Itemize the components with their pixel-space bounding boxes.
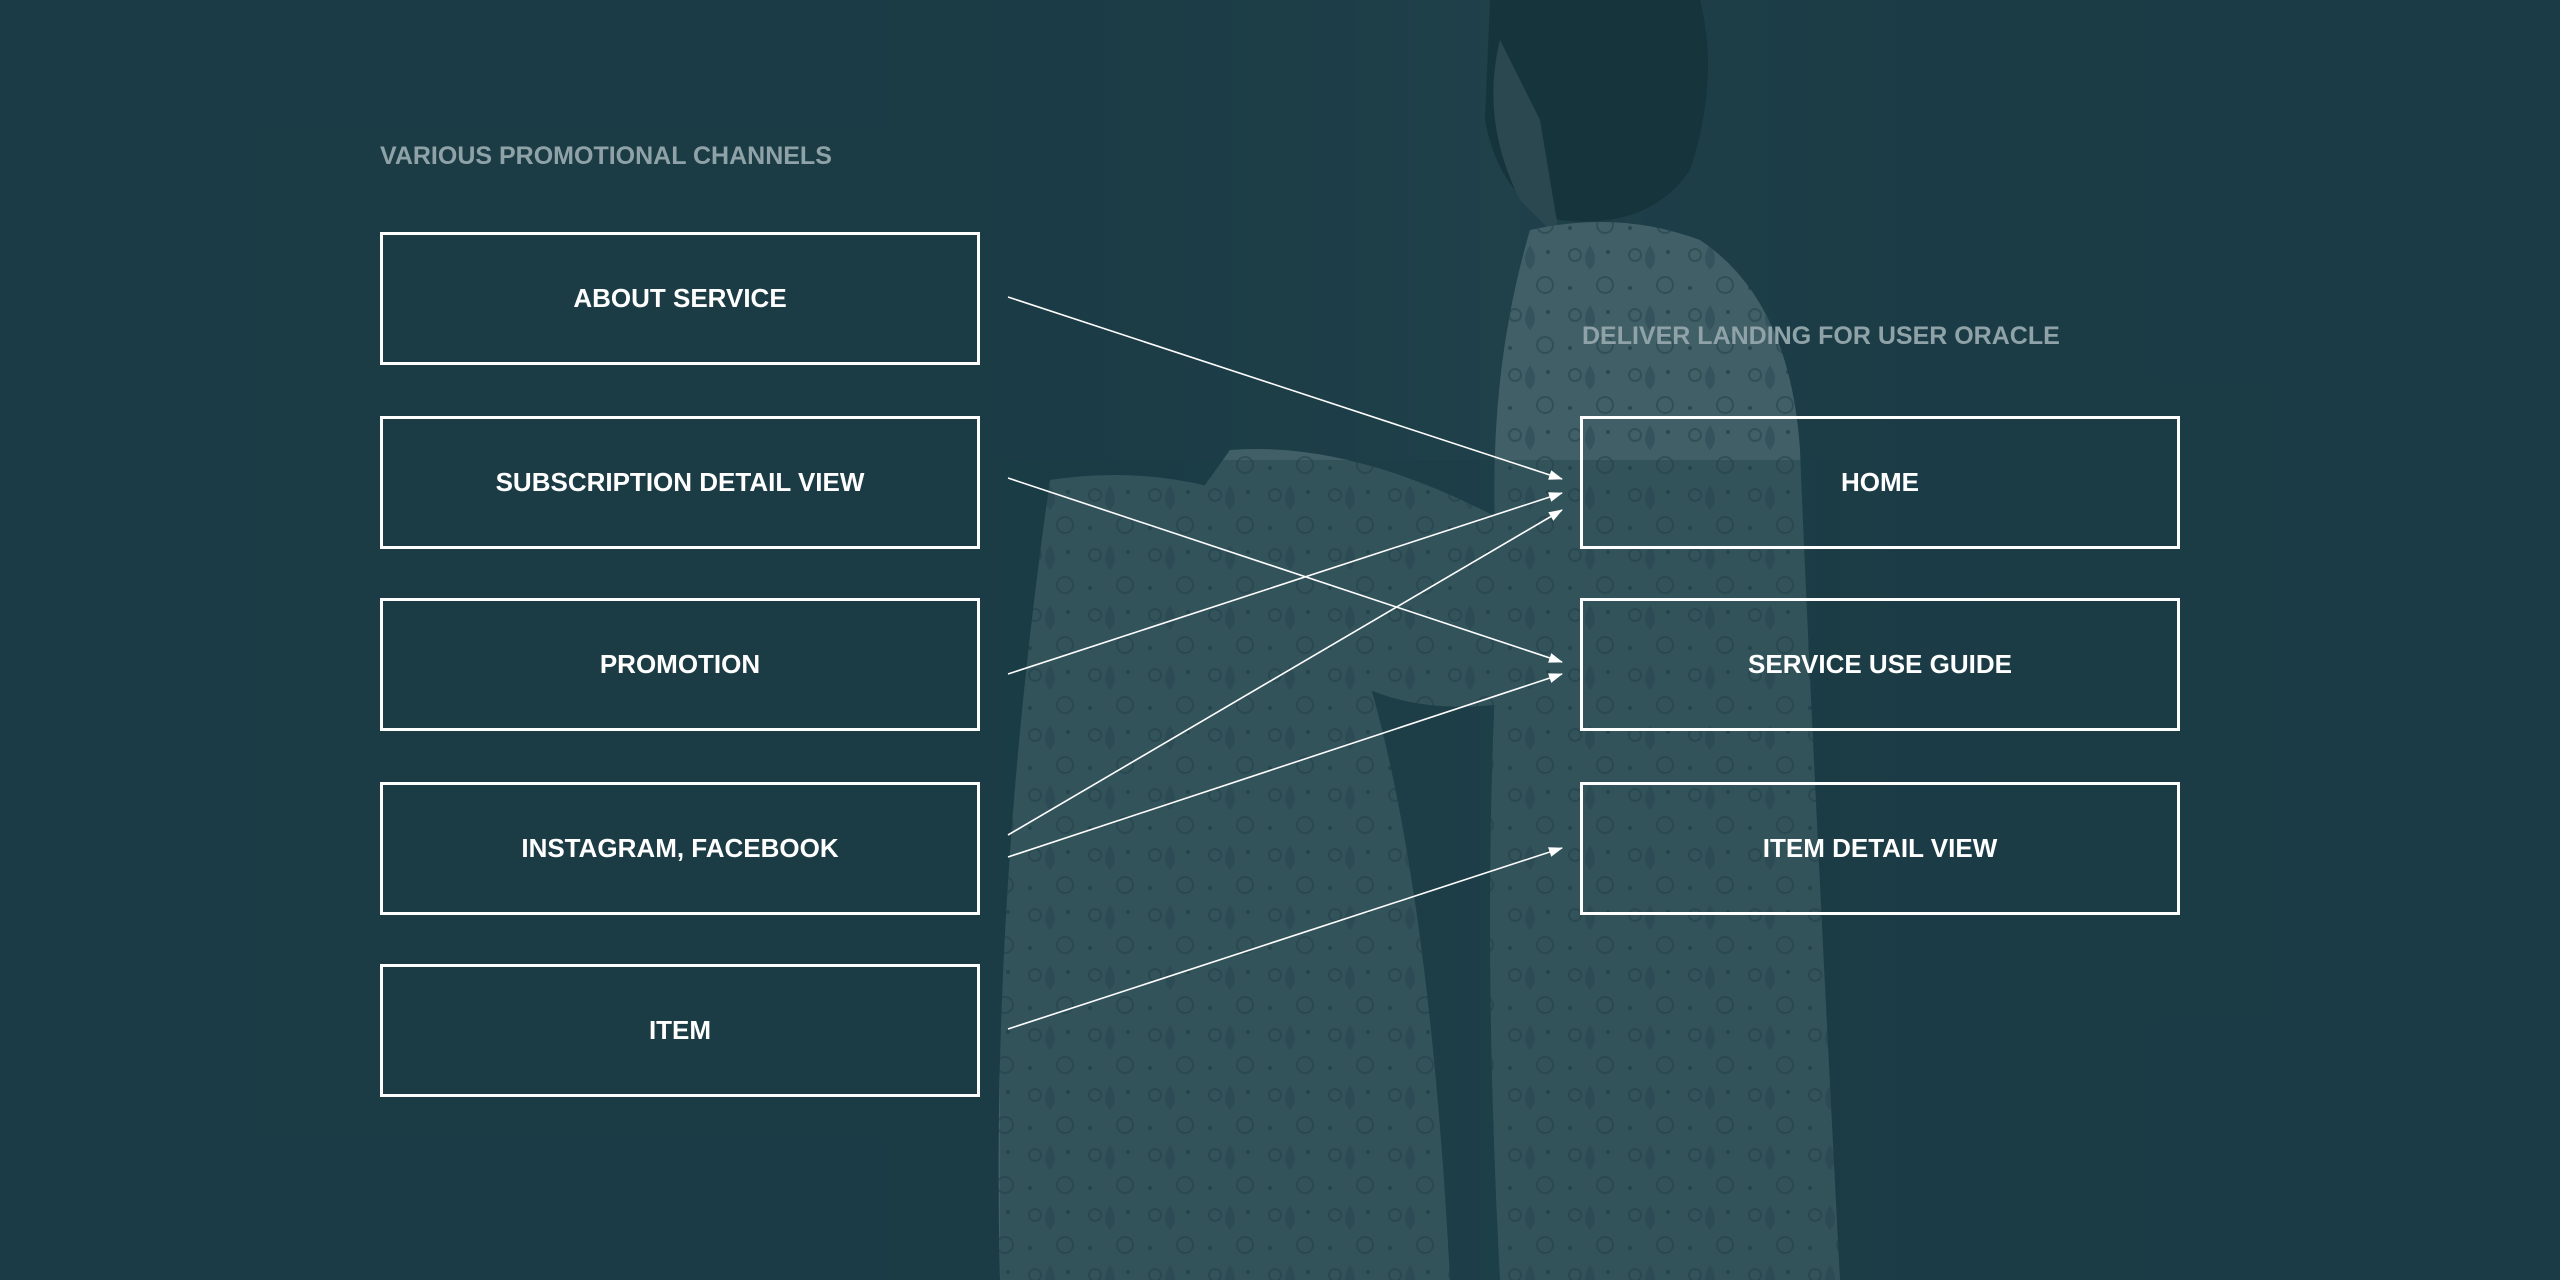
landing-box-item-detail-view[interactable]: ITEM DETAIL VIEW — [1580, 782, 2180, 915]
channel-box-subscription-detail-view[interactable]: SUBSCRIPTION DETAIL VIEW — [380, 416, 980, 549]
channel-label: PROMOTION — [599, 649, 761, 679]
channel-label: SUBSCRIPTION DETAIL VIEW — [495, 467, 865, 497]
left-group-title: VARIOUS PROMOTIONAL CHANNELS — [380, 142, 832, 170]
landing-box-service-use-guide[interactable]: SERVICE USE GUIDE — [1580, 598, 2180, 731]
landing-box-home[interactable]: HOME — [1580, 416, 2180, 549]
landing-label: ITEM DETAIL VIEW — [1762, 833, 1998, 863]
right-group-title: DELIVER LANDING FOR USER ORACLE — [1582, 322, 2060, 350]
landing-label: HOME — [1841, 467, 1919, 497]
channel-label: ITEM — [648, 1015, 712, 1045]
channel-box-about-service[interactable]: ABOUT SERVICE — [380, 232, 980, 365]
channel-label: INSTAGRAM, FACEBOOK — [521, 833, 839, 863]
channel-box-item[interactable]: ITEM — [380, 964, 980, 1097]
channel-label: ABOUT SERVICE — [573, 283, 787, 313]
landing-label: SERVICE USE GUIDE — [1748, 649, 2012, 679]
channel-box-promotion[interactable]: PROMOTION — [380, 598, 980, 731]
channel-box-instagram-facebook[interactable]: INSTAGRAM, FACEBOOK — [380, 782, 980, 915]
